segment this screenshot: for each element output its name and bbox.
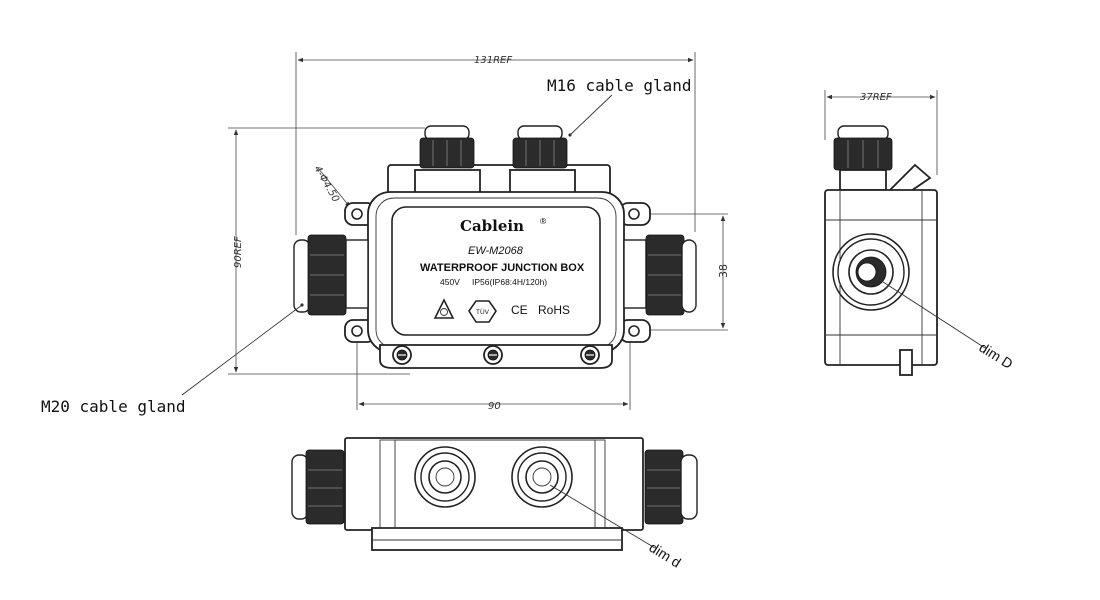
bottom-gland-left <box>291 449 345 525</box>
dim-overall-length: 131REF <box>295 52 696 235</box>
dim-overall-length-label: 131REF <box>474 55 512 66</box>
callout-m16: M16 cable gland <box>547 76 692 95</box>
lid-screws <box>379 344 613 369</box>
label-model: EW-M2068 <box>468 245 524 257</box>
top-port-housings <box>387 164 611 196</box>
bottom-port-left <box>414 446 476 508</box>
dim-depth: 37REF <box>824 90 938 175</box>
callout-dim-d: dim d <box>646 539 684 571</box>
label-registered: ® <box>540 216 547 226</box>
dim-depth-label: 37REF <box>860 92 892 103</box>
callout-dim-D: dim D <box>976 339 1015 372</box>
mounting-ears <box>344 202 651 343</box>
side-gland-left <box>293 234 369 316</box>
m20-leader <box>181 303 304 396</box>
dim-body-height: 38 <box>640 213 730 331</box>
product-label: Cablein ® EW-M2068 WATERPROOF JUNCTION B… <box>391 206 601 336</box>
tuv-icon: TÜV <box>468 300 497 323</box>
bottom-port-right <box>511 446 573 508</box>
dim-mount-width: 90 <box>356 340 631 412</box>
label-rating: IP56(IP68:4H/120h) <box>472 277 547 287</box>
front-view: 131REF 90REF 38 90 4-Φ4.50 <box>181 52 730 412</box>
top-gland-left <box>419 125 475 169</box>
label-brand: Cablein <box>460 217 524 235</box>
dim-mount-width-label: 90 <box>488 401 501 412</box>
dim-overall-height-label: 90REF <box>233 236 244 268</box>
m16-leader <box>568 94 613 137</box>
label-rohs: RoHS <box>538 303 570 317</box>
ukca-icon <box>433 298 455 319</box>
tuv-text: TÜV <box>476 308 490 316</box>
dim-D-leader <box>879 279 986 349</box>
bottom-view <box>291 437 698 551</box>
callout-m20: M20 cable gland <box>41 397 186 416</box>
label-ce: CE <box>511 303 528 317</box>
dim-holes: 4-Φ4.50 <box>311 164 351 208</box>
dim-body-height-label: 38 <box>717 264 730 278</box>
side-gland-right <box>623 234 697 316</box>
side-port <box>832 233 910 311</box>
top-gland-right <box>512 125 568 169</box>
side-view: 37REF <box>824 90 986 376</box>
bottom-gland-right <box>644 449 698 525</box>
label-title: WATERPROOF JUNCTION BOX <box>420 262 585 274</box>
label-voltage: 450V <box>440 277 460 287</box>
dim-d-leader <box>549 484 656 549</box>
dim-overall-height: 90REF <box>228 127 425 375</box>
dim-holes-label: 4-Φ4.50 <box>311 164 341 204</box>
